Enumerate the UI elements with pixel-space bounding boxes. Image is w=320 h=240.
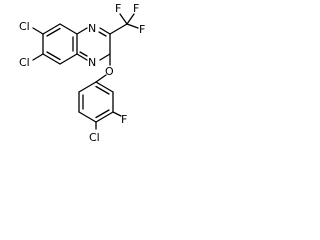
atom-label-cl: Cl [19,56,30,69]
bond [95,85,110,95]
atom-label-layer: Cl Cl N N F F F O Cl F [19,2,145,144]
bond [46,27,61,37]
bond [78,111,97,123]
atom-label-f: F [133,2,139,15]
bond [32,27,44,35]
atom-label-n: N [88,56,96,69]
bond [59,53,78,65]
atom-label-n: N [88,22,96,35]
chemical-structure-diagram: Cl Cl N N F F F O Cl F [19,2,145,144]
bond [99,53,111,61]
atom-label-cl: Cl [89,131,100,144]
bond [46,51,61,61]
bond [119,13,128,25]
bond [99,27,111,35]
bond [112,111,122,117]
bond [79,51,88,57]
bond [42,53,61,65]
bond [95,74,107,83]
bond [109,23,128,35]
bond [95,81,114,93]
bond [76,27,88,35]
bond [32,53,44,61]
bond [76,53,88,61]
bond [42,23,61,35]
bond [98,31,107,37]
atom-label-o: O [105,65,114,78]
bond [126,13,135,25]
atom-label-f: F [139,23,145,36]
bond [78,81,97,93]
atom-label-f: F [115,2,121,15]
bond [95,109,110,119]
atom-label-f: F [121,113,127,126]
bond [95,111,114,123]
bond-layer [32,13,139,130]
atom-label-cl: Cl [19,20,30,33]
bond [59,23,78,35]
bond [126,23,139,29]
